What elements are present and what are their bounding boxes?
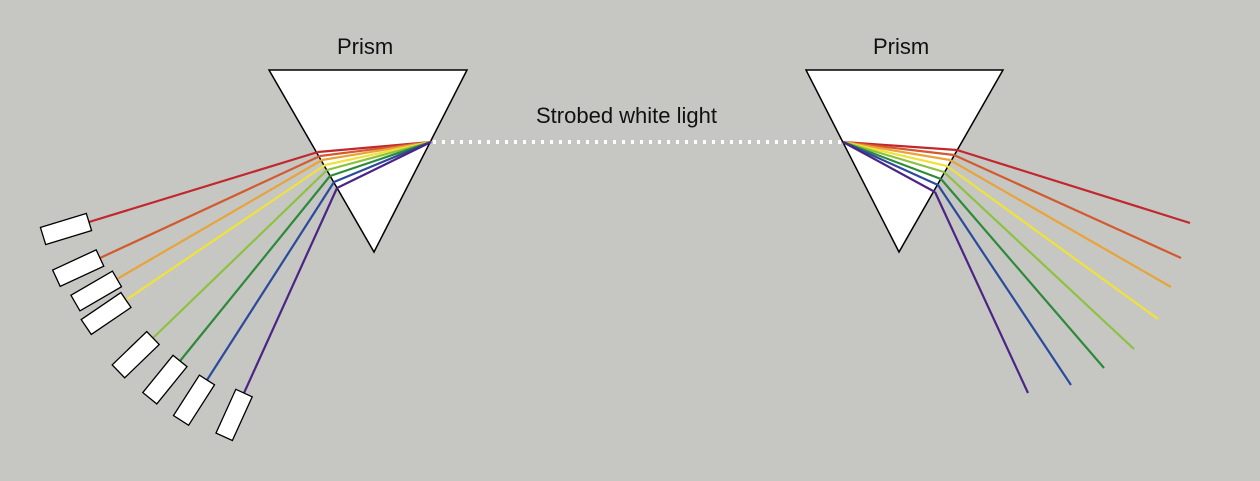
right-ray-yellow (946, 165, 1159, 320)
left-ray-violet (242, 187, 339, 394)
right-ray-red (956, 148, 1191, 225)
right-spectrum-rays (842, 140, 1191, 394)
detector-blue (172, 374, 216, 427)
detector-green (141, 354, 188, 405)
right-internal-ray-blue (842, 140, 939, 187)
detector-red-orange (51, 248, 105, 288)
left-internal-ray-green (329, 140, 432, 178)
right-ray-green (940, 178, 1105, 369)
prism-left-label: Prism (337, 34, 394, 59)
right-ray-red-orange (953, 153, 1182, 260)
light-beam-label: Strobed white light (536, 103, 717, 128)
right-internal-ray-yellow (842, 140, 948, 168)
detector-array (39, 212, 254, 442)
prism-right-label: Prism (873, 34, 930, 59)
left-internal-ray-blue (333, 140, 432, 184)
right-internal-ray-green (842, 140, 942, 181)
left-ray-orange (116, 159, 323, 280)
right-ray-orange (949, 159, 1172, 288)
left-spectrum-rays (88, 140, 432, 394)
left-ray-yellow-green (152, 169, 328, 339)
left-internal-ray-violet (336, 141, 432, 189)
left-ray-red-orange (99, 155, 321, 259)
right-internal-ray-yellow-green (842, 140, 945, 174)
left-ray-yellow (125, 164, 326, 301)
detector-orange (70, 270, 123, 312)
left-internal-ray-yellow-green (326, 140, 432, 172)
right-ray-yellow-green (943, 171, 1135, 350)
prism-left (267, 69, 469, 254)
detector-yellow (80, 291, 132, 336)
right-ray-violet (934, 191, 1029, 394)
detector-red (39, 212, 93, 246)
detector-violet (215, 388, 254, 442)
left-ray-blue (206, 181, 335, 381)
right-internal-ray-violet (842, 141, 936, 193)
left-ray-red (88, 150, 319, 224)
left-ray-green (179, 175, 331, 362)
detector-yellow-green (111, 330, 161, 379)
right-ray-blue (937, 184, 1072, 386)
